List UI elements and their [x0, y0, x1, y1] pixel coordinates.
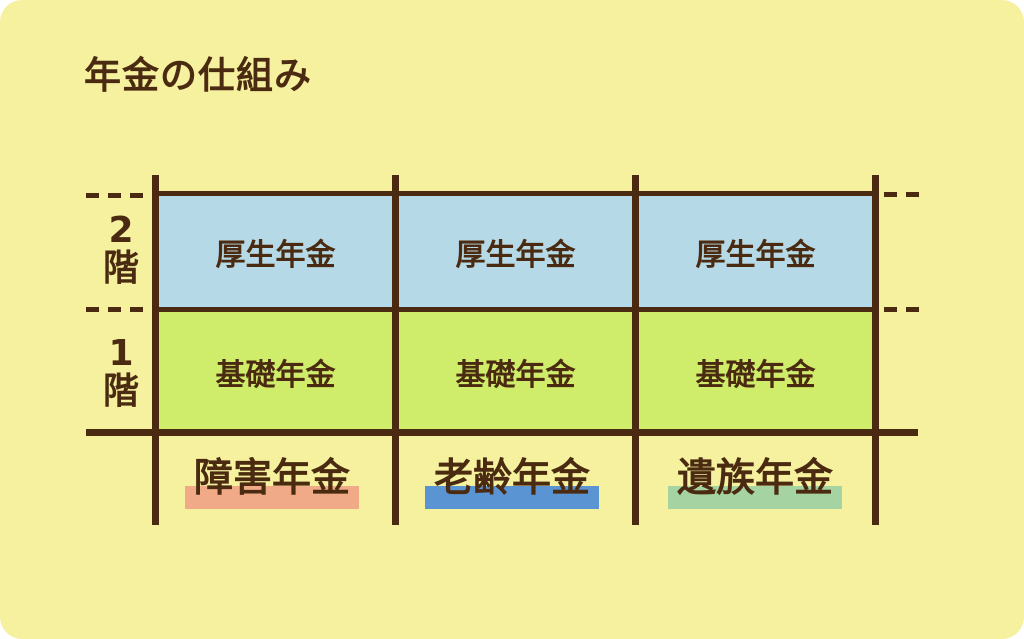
floor-label-2f: 2階: [90, 212, 152, 288]
basic-pension-cell-2: 基礎年金: [455, 358, 576, 393]
floor-label-1f: 1階: [90, 335, 152, 411]
employees-pension-cell-1: 厚生年金: [215, 237, 336, 273]
category-old-age-inner: 老齢年金: [424, 447, 599, 509]
old-age-highlight-bar: [424, 486, 599, 509]
category-survivor-inner: 遺族年金: [667, 447, 842, 509]
employees-pension-cell-3: 厚生年金: [695, 237, 816, 273]
dashed-line-right-bottom: [884, 307, 924, 312]
floor-divider-line: [152, 307, 879, 312]
grid-vertical-line-1: [152, 175, 159, 525]
survivor-pension-label: 遺族年金: [676, 456, 833, 501]
category-survivor-pension: 遺族年金: [635, 447, 875, 509]
floor-label-1f-text: 1階: [102, 333, 139, 412]
old-age-pension-label: 老齢年金: [433, 456, 590, 501]
disability-pension-label: 障害年金: [193, 456, 350, 501]
category-disability-pension: 障害年金: [152, 447, 392, 509]
grid-vertical-line-4: [872, 175, 879, 525]
employees-pension-cell-2: 厚生年金: [455, 237, 576, 273]
dashed-line-left-top: [86, 193, 150, 198]
page-title: 年金の仕組み: [84, 54, 312, 97]
category-disability-inner: 障害年金: [184, 447, 359, 509]
upper-row-top-border-line: [152, 191, 879, 196]
floor-label-2f-text: 2階: [102, 210, 139, 289]
basic-pension-cell-3: 基礎年金: [695, 358, 816, 393]
dashed-line-left-bottom: [86, 307, 150, 312]
dashed-line-right-top: [884, 192, 924, 197]
category-old-age-pension: 老齢年金: [392, 447, 632, 509]
grid-vertical-line-3: [632, 175, 639, 525]
disability-highlight-bar: [184, 486, 359, 509]
base-horizontal-line: [86, 429, 918, 436]
basic-pension-row-fill: [152, 310, 879, 432]
basic-pension-cell-1: 基礎年金: [215, 358, 336, 393]
survivor-highlight-bar: [667, 486, 842, 509]
employees-pension-row-fill: [152, 193, 879, 310]
grid-vertical-line-2: [392, 175, 399, 525]
